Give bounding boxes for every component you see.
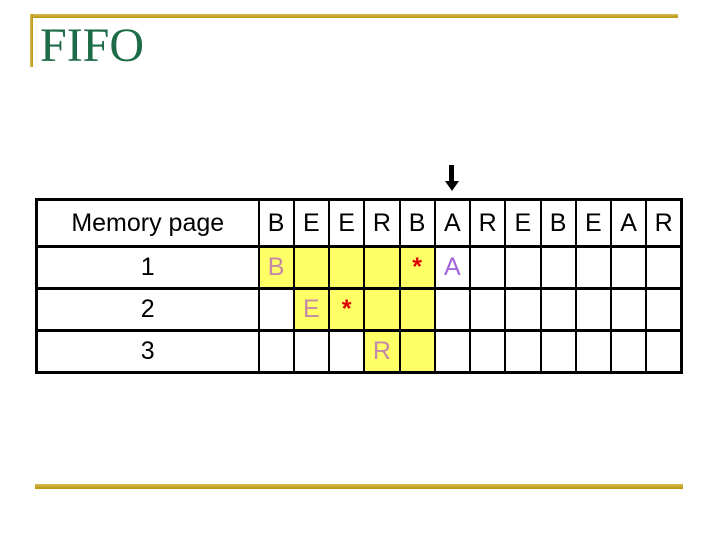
ref-letter-cell: B bbox=[257, 198, 295, 248]
frame-cell bbox=[257, 329, 295, 374]
frame-cell bbox=[398, 287, 436, 332]
ref-letter-cell: R bbox=[363, 198, 401, 248]
ref-letter-cell: B bbox=[539, 198, 577, 248]
frame-cell bbox=[645, 287, 683, 332]
frame-cell bbox=[574, 245, 613, 290]
left-gold-line bbox=[30, 14, 33, 67]
frame-cell bbox=[539, 329, 577, 374]
arrow-stem bbox=[449, 165, 454, 182]
frame-cell bbox=[327, 245, 366, 290]
slide-title: FIFO bbox=[40, 19, 145, 72]
frame-cell: * bbox=[327, 287, 366, 332]
frame-cell bbox=[257, 287, 295, 332]
frame-cell bbox=[468, 287, 507, 332]
frame-cell bbox=[468, 329, 507, 374]
frame-cell bbox=[327, 329, 366, 374]
frame-cell bbox=[609, 329, 648, 374]
memory-page-header: Memory page bbox=[35, 198, 260, 248]
frame-cell bbox=[468, 245, 507, 290]
frame-cell bbox=[539, 287, 577, 332]
frame-cell bbox=[504, 245, 542, 290]
row-label: 2 bbox=[35, 287, 260, 332]
ref-letter-cell: E bbox=[327, 198, 366, 248]
frame-cell bbox=[292, 329, 331, 374]
frame-cell bbox=[292, 245, 331, 290]
row-label: 1 bbox=[35, 245, 260, 290]
frame-cell bbox=[504, 329, 542, 374]
ref-letter-cell: R bbox=[645, 198, 683, 248]
frame-cell bbox=[574, 287, 613, 332]
top-gold-line bbox=[30, 14, 678, 18]
row-label: 3 bbox=[35, 329, 260, 374]
frame-cell: B bbox=[257, 245, 295, 290]
frame-cell: R bbox=[363, 329, 401, 374]
arrow-head bbox=[445, 181, 459, 191]
ref-letter-cell: E bbox=[292, 198, 331, 248]
frame-cell bbox=[645, 329, 683, 374]
ref-letter-cell: A bbox=[609, 198, 648, 248]
frame-cell bbox=[433, 287, 472, 332]
frame-cell: * bbox=[398, 245, 436, 290]
ref-letter-cell: R bbox=[468, 198, 507, 248]
frame-cell bbox=[645, 245, 683, 290]
ref-letter-cell: B bbox=[398, 198, 436, 248]
frame-cell bbox=[433, 329, 472, 374]
frame-cell bbox=[609, 245, 648, 290]
frame-cell bbox=[398, 329, 436, 374]
bottom-gold-line bbox=[35, 484, 683, 489]
frame-cell bbox=[539, 245, 577, 290]
frame-cell: A bbox=[433, 245, 472, 290]
frame-cell bbox=[504, 287, 542, 332]
frame-cell bbox=[609, 287, 648, 332]
ref-letter-cell: A bbox=[433, 198, 472, 248]
frame-cell bbox=[363, 287, 401, 332]
ref-letter-cell: E bbox=[574, 198, 613, 248]
ref-letter-cell: E bbox=[504, 198, 542, 248]
frame-cell: E bbox=[292, 287, 331, 332]
current-reference-arrow-icon bbox=[445, 165, 459, 191]
frame-cell bbox=[363, 245, 401, 290]
frame-cell bbox=[574, 329, 613, 374]
